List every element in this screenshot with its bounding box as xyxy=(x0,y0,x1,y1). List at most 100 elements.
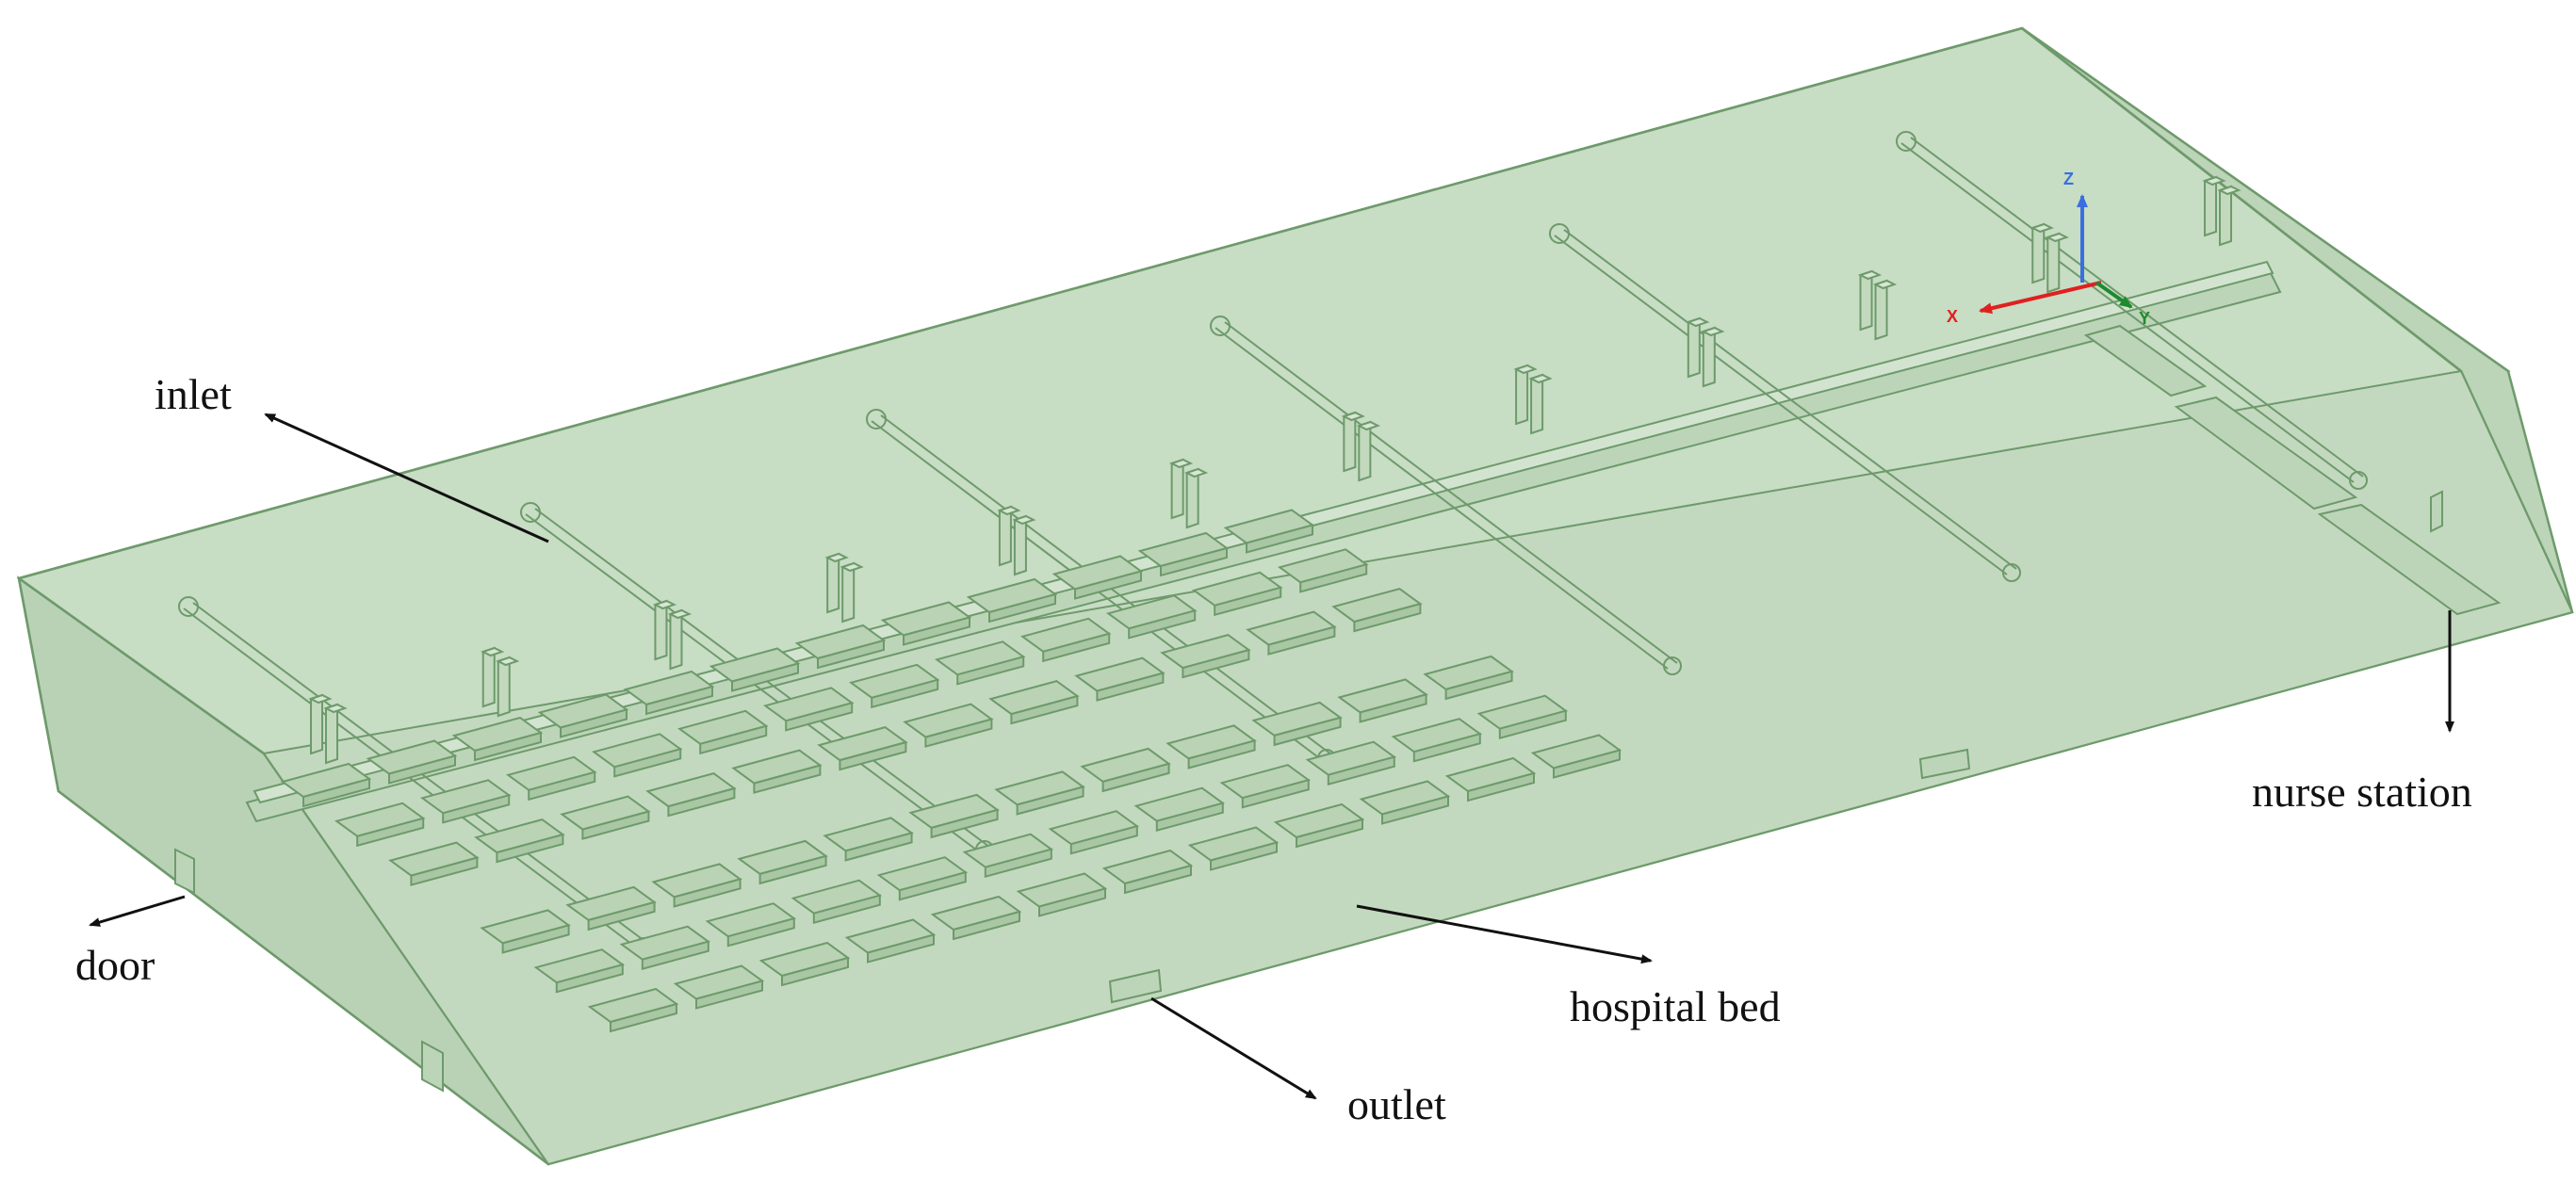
bed-side xyxy=(1467,771,1535,802)
outlet-label: outlet xyxy=(1347,1080,1446,1128)
inlet-pipe-end xyxy=(520,502,541,523)
bed-side xyxy=(667,786,736,818)
bed-side xyxy=(1241,778,1310,809)
axis-z-label: Z xyxy=(2063,170,2074,188)
inlet-label: inlet xyxy=(155,370,232,418)
door-label: door xyxy=(75,941,155,989)
duct-riser xyxy=(826,552,840,614)
nurse-station-wall xyxy=(2430,490,2443,533)
duct-riser-top xyxy=(2217,185,2242,196)
bed-side xyxy=(1412,732,1481,763)
bed-side xyxy=(753,764,822,794)
duct-riser xyxy=(310,693,323,755)
bed-side xyxy=(1042,632,1111,663)
duct-riser xyxy=(1013,514,1027,576)
duct-riser xyxy=(1702,326,1716,388)
bed-side xyxy=(1010,694,1079,725)
bed-side xyxy=(1246,524,1313,554)
inlet-pipe xyxy=(1563,229,2017,570)
nurse-station-desk xyxy=(2317,503,2502,616)
bed-side xyxy=(1128,608,1197,640)
bed-side xyxy=(1016,786,1084,816)
bed-side xyxy=(699,724,768,755)
duct-riser-top xyxy=(1686,316,1710,328)
duct-riser-top xyxy=(840,561,864,573)
bed-side xyxy=(1498,709,1567,740)
bed-side xyxy=(474,731,542,762)
duct-riser xyxy=(1687,316,1701,379)
bed-side xyxy=(1155,802,1224,833)
bed-side xyxy=(1214,586,1282,617)
bed-side xyxy=(501,924,570,954)
bed-side xyxy=(781,956,849,987)
bed-side xyxy=(903,616,970,646)
bed-side xyxy=(1096,672,1165,702)
bed-side xyxy=(587,900,656,932)
duct-riser-top xyxy=(1513,364,1538,375)
bed-side xyxy=(555,963,624,994)
inlet-pipe-end xyxy=(1663,656,1682,675)
bed-side xyxy=(984,848,1052,879)
nurse-station-desk xyxy=(2174,396,2358,510)
room-box xyxy=(16,26,2574,1166)
bed-side xyxy=(785,701,854,732)
beds xyxy=(280,509,1622,1033)
bed-side xyxy=(560,708,628,738)
duct-riser-top xyxy=(1857,269,1883,281)
duct-riser xyxy=(481,646,496,708)
axis-x-line xyxy=(1979,281,2102,315)
bed-side xyxy=(1444,670,1513,701)
inlet-pipe-end xyxy=(1210,316,1231,336)
bed-side xyxy=(1182,648,1250,679)
duct-riser xyxy=(2219,185,2232,247)
bed-side xyxy=(496,833,564,864)
duct-riser xyxy=(1530,373,1544,435)
bed-side xyxy=(758,854,827,885)
duct-risers xyxy=(308,175,2242,765)
bed-side xyxy=(528,770,596,802)
bed-side xyxy=(410,856,479,886)
bed-side xyxy=(1101,762,1170,793)
duct-riser-top xyxy=(1012,514,1036,526)
duct-riser xyxy=(497,656,511,718)
duct-riser-top xyxy=(2202,175,2226,186)
duct-riser xyxy=(1343,411,1357,473)
bed-side xyxy=(610,1002,677,1033)
duct-riser xyxy=(2046,232,2061,294)
bed-side xyxy=(953,910,1020,941)
inlet-pipe xyxy=(1554,235,2008,575)
labels: inlet door hospital bed outlet nurse sta… xyxy=(75,370,2472,1128)
door-arrow xyxy=(89,895,186,927)
xyz-axis-triad-icon: Z X Y xyxy=(1947,170,2150,328)
duct-riser-top xyxy=(667,608,693,620)
duct-riser-top xyxy=(1528,373,1553,384)
bed-side xyxy=(844,832,913,862)
inlet-pipe-end xyxy=(1549,223,1570,244)
duct-riser xyxy=(1185,467,1199,529)
bed-side xyxy=(1299,562,1368,593)
inlet-pipe xyxy=(1224,321,1678,664)
duct-riser xyxy=(1515,364,1529,426)
duct-riser xyxy=(2031,222,2046,284)
duct-riser-top xyxy=(1872,279,1898,290)
duct-riser xyxy=(841,561,856,624)
inlet-pipe xyxy=(1215,327,1669,670)
bed-side xyxy=(1359,693,1427,723)
inlet-pipe-end xyxy=(178,596,199,617)
outlet-shape xyxy=(1108,968,1163,1004)
bed-side xyxy=(1187,739,1256,770)
nurse-station-desk xyxy=(2083,324,2208,397)
duct-riser xyxy=(2204,175,2217,237)
inlet-pipe xyxy=(1910,137,2364,478)
inlet-pipe-end xyxy=(2349,471,2368,490)
duct-riser xyxy=(1170,458,1184,520)
bed-side xyxy=(817,639,885,670)
bed-side xyxy=(871,678,939,709)
outlet-arrow xyxy=(1150,996,1317,1100)
duct-riser-top xyxy=(308,693,333,705)
bed-side xyxy=(1210,841,1278,871)
duct-riser-top xyxy=(1169,458,1194,469)
bed-side xyxy=(1069,824,1138,855)
duct-riser-top xyxy=(1341,411,1365,422)
